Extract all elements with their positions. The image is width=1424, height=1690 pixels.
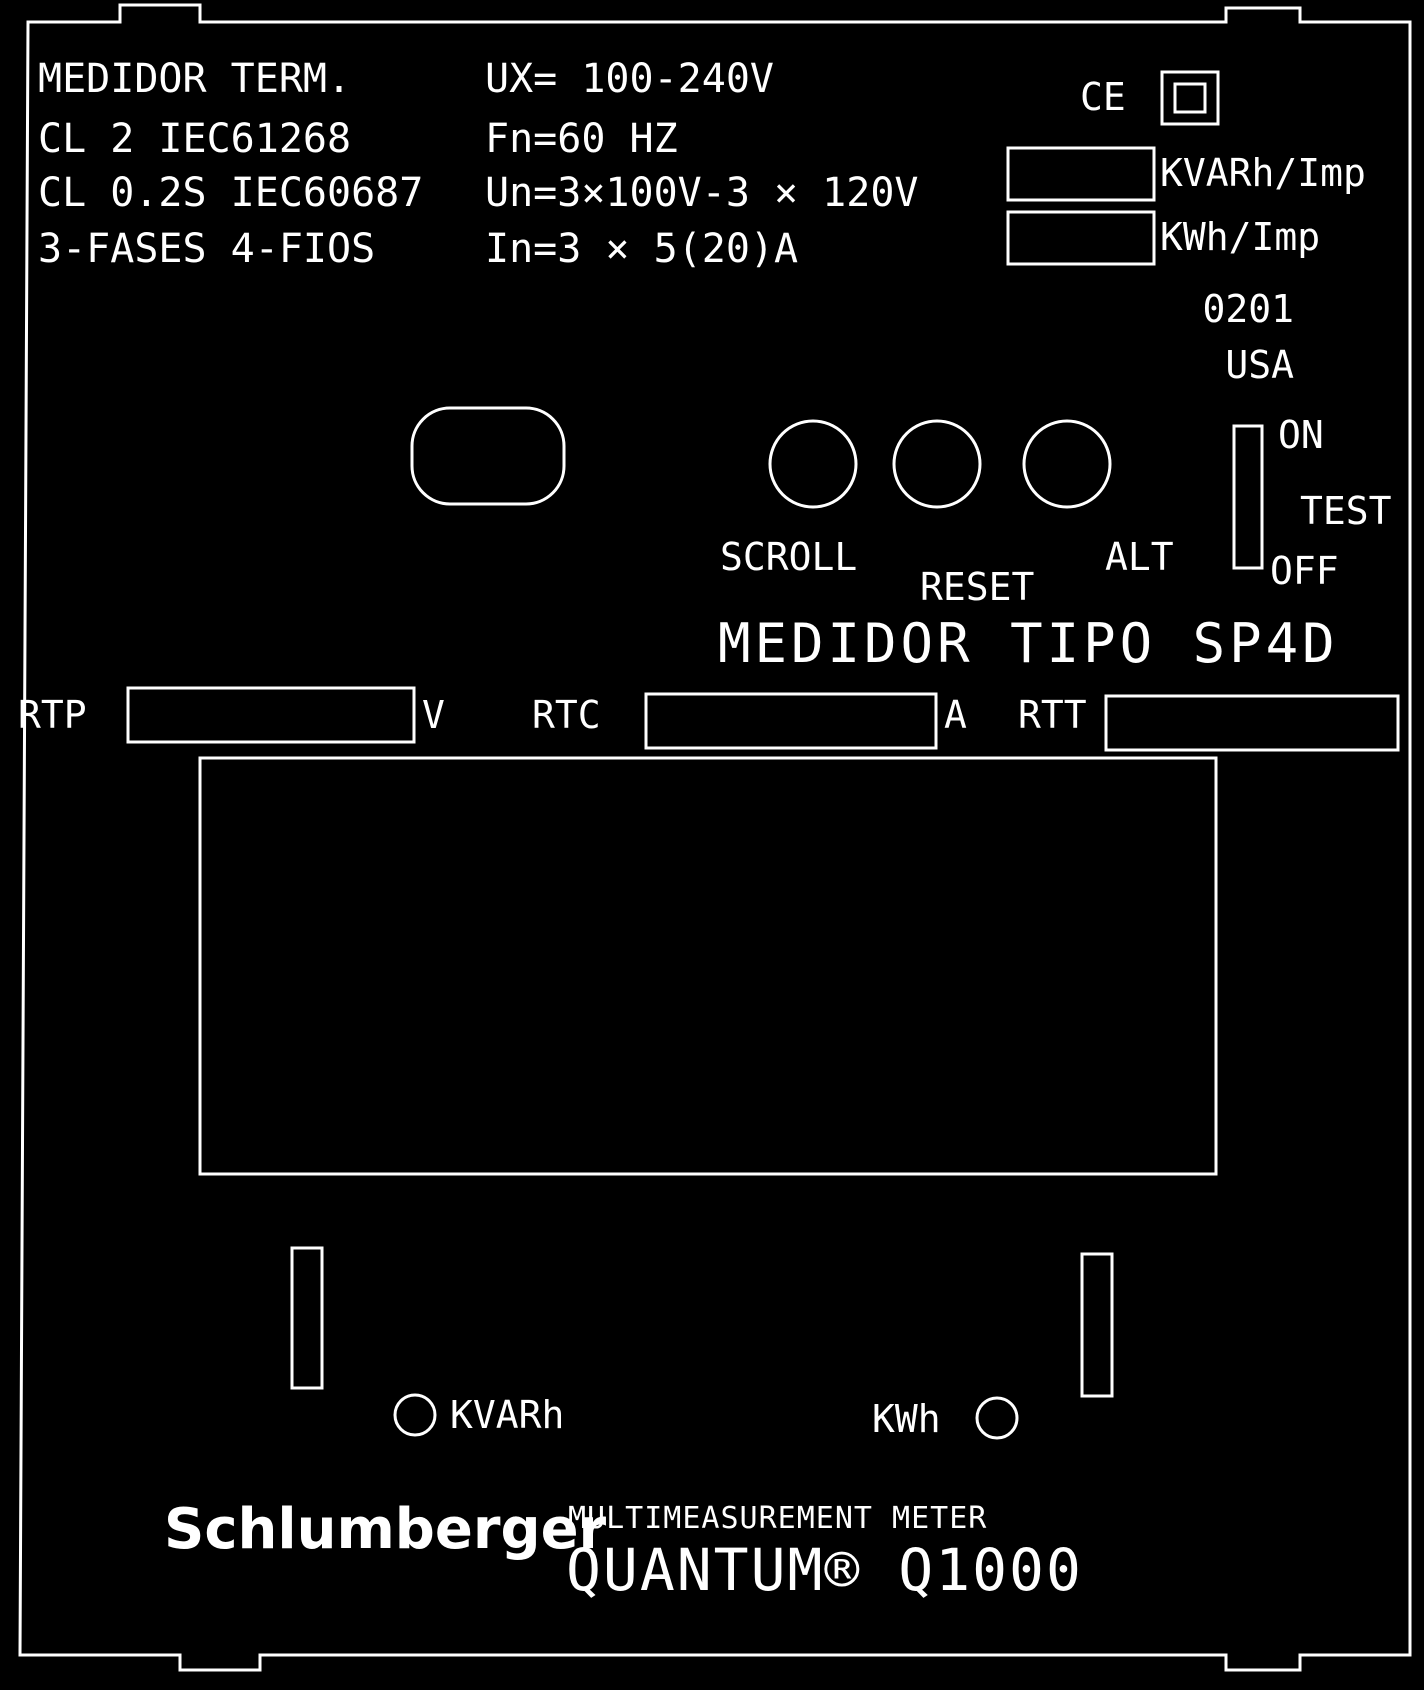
spec-line2-left: CL 2 IEC61268 bbox=[38, 116, 351, 162]
kvarh-constant-box bbox=[1006, 146, 1156, 202]
kwh-pulse-slot bbox=[1080, 1252, 1114, 1398]
switch-off-label: OFF bbox=[1270, 549, 1339, 593]
rtc-unit: A bbox=[944, 693, 967, 737]
spec-line3-right: Un=3×100V-3 × 120V bbox=[485, 170, 918, 216]
brand-subtitle: MULTIMEASUREMENT METER bbox=[568, 1501, 987, 1536]
alt-button[interactable] bbox=[1022, 419, 1112, 509]
brand-model: QUANTUM® Q1000 bbox=[566, 1536, 1083, 1604]
spec-line1-left: MEDIDOR TERM. bbox=[38, 56, 351, 102]
reset-button-label: RESET bbox=[920, 565, 1034, 609]
scroll-button[interactable] bbox=[768, 419, 858, 509]
switch-test-label: TEST bbox=[1300, 489, 1392, 533]
plate-outline bbox=[18, 3, 1412, 1672]
spec-line1-right: UX= 100-240V bbox=[485, 56, 774, 102]
rtt-box bbox=[1104, 694, 1400, 752]
reset-button[interactable] bbox=[892, 419, 982, 509]
kvarh-led-label: KVARh bbox=[450, 1393, 564, 1437]
rtt-label: RTT bbox=[1018, 693, 1087, 737]
alt-button-label: ALT bbox=[1105, 535, 1174, 579]
ce-mark-inner bbox=[1173, 82, 1207, 114]
rtc-label: RTC bbox=[532, 693, 601, 737]
scroll-button-label: SCROLL bbox=[720, 535, 857, 579]
kwh-led-label: KWh bbox=[872, 1397, 941, 1441]
test-switch[interactable] bbox=[1232, 424, 1264, 570]
kwh-constant-label: KWh/Imp bbox=[1160, 215, 1320, 259]
optical-port bbox=[410, 406, 566, 506]
kwh-constant-box bbox=[1006, 210, 1156, 266]
ce-mark-text: CE bbox=[1080, 75, 1126, 119]
rtp-box bbox=[126, 686, 416, 744]
origin-country: USA bbox=[1225, 343, 1294, 387]
kvarh-constant-label: KVARh/Imp bbox=[1160, 151, 1366, 195]
rtc-box bbox=[644, 692, 938, 750]
switch-on-label: ON bbox=[1278, 413, 1324, 457]
origin-code: 0201 bbox=[1202, 287, 1294, 331]
ce-mark-box bbox=[1160, 70, 1220, 126]
rtp-label: RTP bbox=[18, 693, 87, 737]
lcd-display-window bbox=[198, 756, 1218, 1176]
kvarh-led-icon bbox=[393, 1393, 437, 1437]
spec-line3-left: CL 0.2S IEC60687 bbox=[38, 170, 423, 216]
spec-line2-right: Fn=60 HZ bbox=[485, 116, 678, 162]
spec-line4-right: In=3 × 5(20)A bbox=[485, 226, 798, 272]
maker-logo: Schlumberger bbox=[164, 1497, 607, 1562]
rtp-unit: V bbox=[422, 693, 445, 737]
kvarh-pulse-slot bbox=[290, 1246, 324, 1390]
meter-type-title: MEDIDOR TIPO SP4D bbox=[718, 612, 1339, 675]
kwh-led-icon bbox=[975, 1396, 1019, 1440]
spec-line4-left: 3-FASES 4-FIOS bbox=[38, 226, 375, 272]
